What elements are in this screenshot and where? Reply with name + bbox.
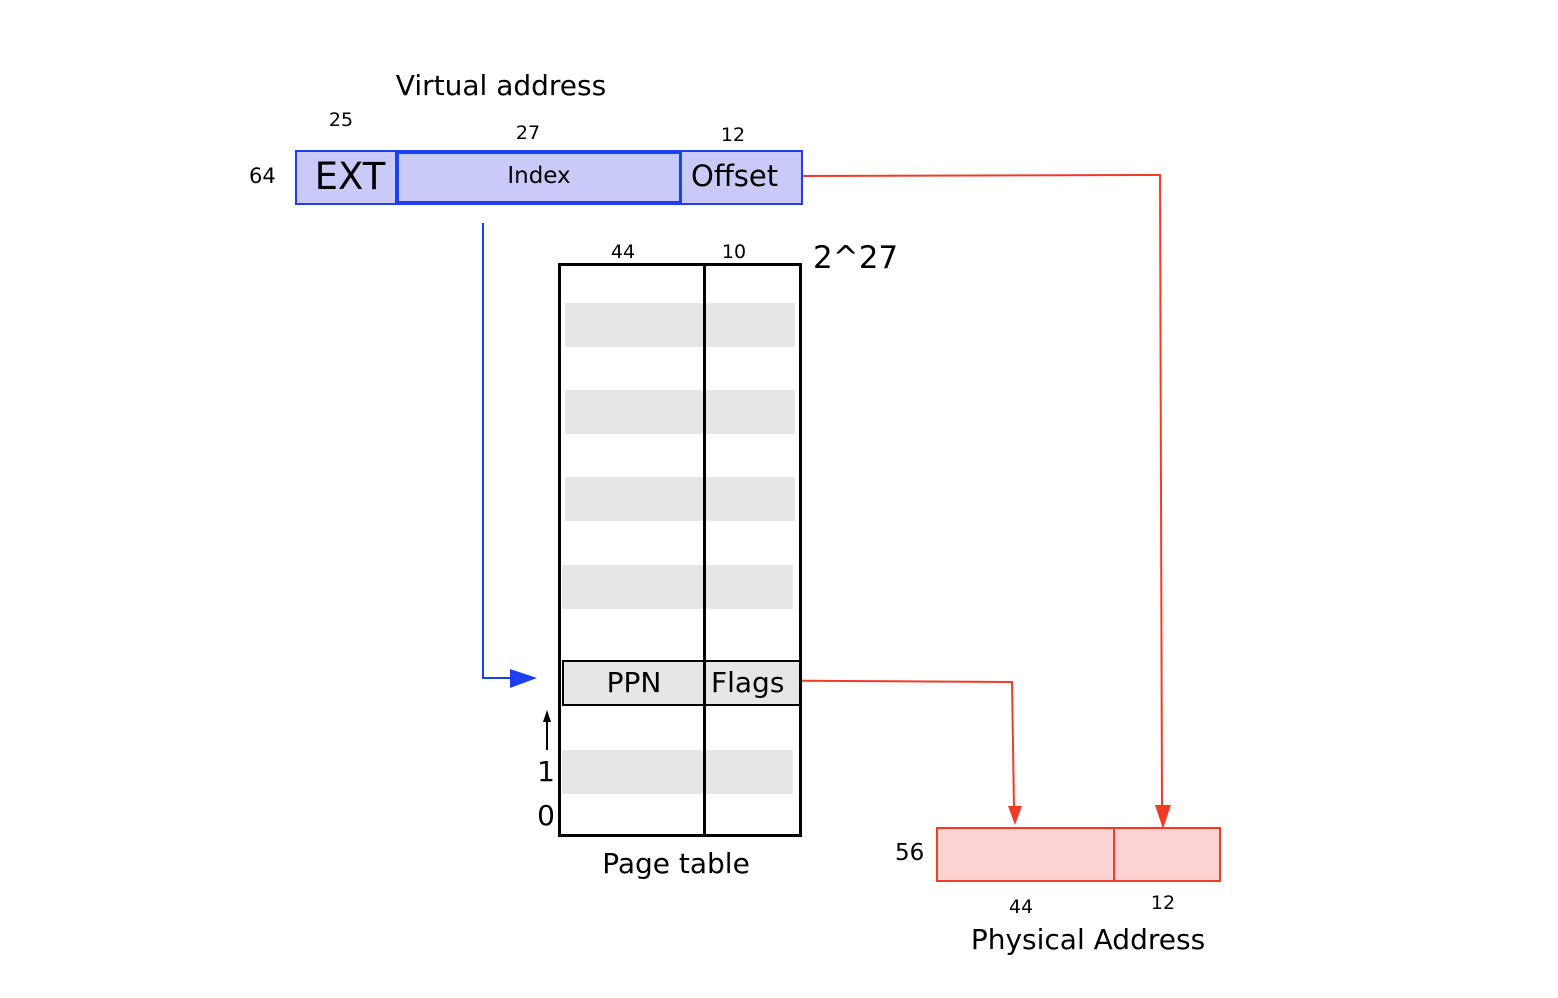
page-table-row (562, 750, 793, 794)
physical-offset-bits-label: 12 (1150, 892, 1176, 914)
physical-ppn-field (936, 827, 1116, 882)
ppn-label: PPN (606, 666, 662, 699)
row-zero-label: 0 (537, 799, 555, 832)
index-field (395, 150, 683, 205)
page-table-frame (558, 263, 802, 837)
page-table-row (565, 477, 795, 521)
virtual-address-title: Virtual address (395, 69, 607, 102)
page-table-column-divider (703, 263, 706, 837)
index-to-entry-arrow (482, 223, 534, 679)
row-order-arrowhead (543, 710, 551, 722)
index-bits-label: 27 (515, 122, 541, 144)
page-table-size-label: 2^27 (813, 240, 899, 276)
offset-bits-label: 12 (720, 124, 746, 146)
page-table-row (565, 303, 795, 347)
page-table-row (565, 390, 795, 434)
physical-total-bits-label: 56 (895, 840, 925, 866)
flags-column-bits-label: 10 (721, 241, 747, 263)
physical-ppn-bits-label: 44 (1008, 896, 1034, 918)
flags-label: Flags (711, 666, 785, 699)
ext-bits-label: 25 (328, 109, 354, 131)
index-arrowhead (510, 669, 537, 688)
ppn-arrowhead (1008, 806, 1022, 825)
offset-arrowhead (1155, 805, 1171, 829)
row-one-label: 1 (537, 755, 555, 788)
offset-field (680, 150, 803, 205)
ppn-column-bits-label: 44 (610, 241, 636, 263)
offset-to-physical-arrow (791, 173, 1163, 809)
virtual-total-bits-label: 64 (249, 164, 276, 188)
ext-field (295, 150, 398, 205)
page-table-title: Page table (602, 847, 750, 880)
ext-label: EXT (314, 155, 386, 198)
selected-page-table-entry (562, 660, 801, 706)
page-table-row (562, 565, 793, 609)
offset-label: Offset (691, 159, 779, 193)
physical-address-title: Physical Address (970, 923, 1206, 956)
physical-offset-field (1113, 827, 1221, 882)
index-label: Index (507, 163, 571, 189)
